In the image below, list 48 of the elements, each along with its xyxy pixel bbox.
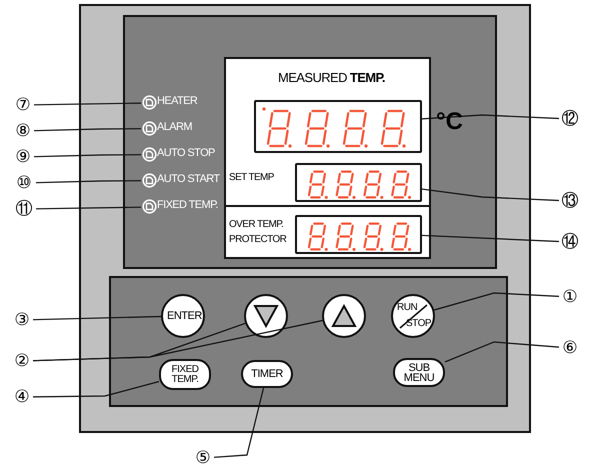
key-button (241, 360, 293, 388)
indicator-label: FIXED TEMP. (157, 199, 218, 211)
leader-line (214, 388, 264, 458)
leader-line (32, 316, 162, 320)
callout-number: ② (13, 350, 31, 372)
led-display (295, 163, 422, 202)
display-title: MEASURED TEMP. (278, 70, 385, 85)
button-label: FIXED TEMP. (170, 364, 200, 384)
callout-number: ① (561, 286, 579, 308)
callout-number: ③ (13, 309, 31, 331)
callout-number: ④ (13, 386, 31, 408)
indicator-label: HEATER (157, 95, 198, 107)
indicator-label: ALARM (157, 121, 192, 133)
callout-number: ⑧ (14, 120, 32, 142)
leader-line (34, 154, 141, 158)
leader-line (420, 188, 560, 202)
leader-line (33, 380, 160, 398)
indicator-label: AUTO START (157, 173, 220, 185)
leader-line (36, 206, 142, 210)
callout-number: ⑬ (560, 190, 580, 212)
leader-line (434, 292, 560, 311)
callout-number: ⑥ (561, 337, 579, 359)
led-display (254, 100, 422, 153)
callout-number: ⑫ (560, 108, 580, 130)
leader-line (34, 102, 142, 106)
callout-number: ⑤ (194, 447, 212, 469)
leader-line (32, 320, 323, 362)
button-label: TIMER (250, 369, 284, 379)
leader-line (34, 128, 141, 132)
leader-line (36, 180, 141, 184)
display-window (224, 57, 431, 259)
led-display (295, 215, 422, 254)
callout-number: ⑪ (14, 198, 34, 220)
button-label: STOP (406, 318, 432, 329)
display-label: OVER TEMP. PROTECTOR (229, 218, 288, 247)
leader-line (444, 341, 560, 362)
key-button (393, 358, 445, 387)
callout-number: ⑩ (15, 172, 33, 194)
leader-line (420, 114, 560, 120)
indicator-label: AUTO STOP (157, 147, 215, 159)
button-label: SUB MENU (402, 362, 436, 382)
display-label: SET TEMP (229, 172, 274, 183)
callout-number: ⑭ (560, 231, 580, 253)
callout-number: ⑦ (14, 94, 32, 116)
key-button (159, 359, 211, 390)
button-label: RUN (397, 302, 418, 313)
leader-line (420, 234, 560, 242)
callout-number: ⑨ (14, 146, 32, 168)
